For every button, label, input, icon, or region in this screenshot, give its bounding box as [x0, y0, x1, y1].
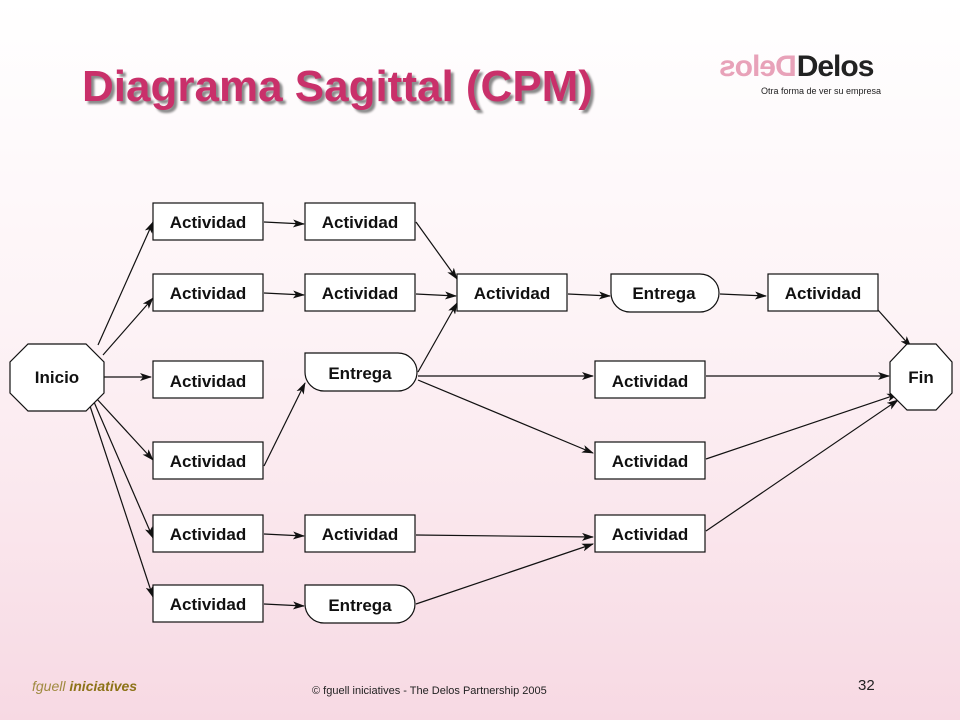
footer-brand-logo: fguell iniciatives — [32, 678, 137, 694]
footer-brand-b: iniciatives — [69, 678, 138, 694]
nodes: Inicio Fin Actividad Actividad Actividad… — [9, 202, 953, 624]
edge-b1-c2 — [415, 221, 458, 280]
node-a3-label: Actividad — [170, 372, 247, 391]
edge-inicio-a1 — [97, 221, 154, 346]
node-f5-label: Actividad — [612, 525, 689, 544]
node-b5: Actividad — [304, 514, 416, 553]
edge-e2-fin — [877, 309, 912, 348]
node-e2: Actividad — [767, 273, 879, 312]
edge-b6-f5 — [415, 543, 594, 605]
edge-a4-b3 — [263, 382, 306, 467]
node-a6: Actividad — [152, 584, 264, 623]
page-title: Diagrama Sagittal (CPM) — [82, 62, 593, 111]
node-b2-label: Actividad — [322, 284, 399, 303]
delos-logo: DelosDelos Otra forma de ver su empresa — [720, 50, 895, 100]
edge-inicio-a4 — [95, 397, 154, 461]
edge-c2-d2 — [567, 291, 611, 300]
edge-a2-b2 — [263, 290, 305, 299]
logo-tagline: Otra forma de ver su empresa — [760, 86, 881, 96]
node-f3-label: Actividad — [612, 372, 689, 391]
edge-inicio-a5 — [93, 401, 154, 539]
node-a3: Actividad — [152, 360, 264, 399]
copyright-text: © fguell iniciatives - The Delos Partner… — [312, 685, 547, 697]
node-fin-label: Fin — [908, 368, 934, 387]
edge-a6-b6 — [263, 601, 305, 610]
edge-f4-fin — [705, 393, 899, 460]
node-a5-label: Actividad — [170, 525, 247, 544]
node-c2-label: Actividad — [474, 284, 551, 303]
node-a4: Actividad — [152, 441, 264, 480]
edge-f5-fin — [705, 399, 899, 532]
node-a6-label: Actividad — [170, 595, 247, 614]
node-d2-label: Entrega — [632, 284, 696, 303]
footer-brand-a: fguell — [32, 678, 66, 694]
node-f4: Actividad — [594, 441, 706, 480]
edge-b3-c2 — [417, 302, 458, 373]
node-e2-label: Actividad — [785, 284, 862, 303]
node-c2: Actividad — [456, 273, 568, 312]
node-inicio-label: Inicio — [35, 368, 79, 387]
node-a1-label: Actividad — [170, 213, 247, 232]
logo-text: Delos — [796, 50, 875, 83]
node-b5-label: Actividad — [322, 525, 399, 544]
node-b3: Entrega — [304, 352, 418, 392]
edge-inicio-a6 — [89, 405, 154, 598]
edge-a1-b1 — [263, 219, 305, 228]
node-b1-label: Actividad — [322, 213, 399, 232]
node-fin: Fin — [889, 343, 953, 411]
node-inicio: Inicio — [9, 343, 105, 412]
node-a1: Actividad — [152, 202, 264, 241]
node-f4-label: Actividad — [612, 452, 689, 471]
edge-a5-b5 — [263, 531, 305, 540]
node-d2: Entrega — [610, 273, 720, 313]
node-b6: Entrega — [304, 584, 416, 624]
edge-inicio-a2 — [102, 297, 154, 356]
node-b2: Actividad — [304, 273, 416, 312]
edge-b3-f4 — [417, 379, 594, 454]
node-f3: Actividad — [594, 360, 706, 399]
node-b3-label: Entrega — [328, 364, 392, 383]
node-a5: Actividad — [152, 514, 264, 553]
page-number: 32 — [858, 677, 875, 694]
node-f5: Actividad — [594, 514, 706, 553]
node-b1: Actividad — [304, 202, 416, 241]
logo-wordmark: DelosDelos — [720, 50, 875, 84]
edge-b5-f5 — [415, 532, 594, 541]
edge-d2-e2 — [719, 291, 767, 300]
node-a4-label: Actividad — [170, 452, 247, 471]
edges — [89, 219, 912, 610]
node-a2-label: Actividad — [170, 284, 247, 303]
node-a2: Actividad — [152, 273, 264, 312]
edge-b2-c2 — [415, 291, 457, 300]
node-b6-label: Entrega — [328, 596, 392, 615]
